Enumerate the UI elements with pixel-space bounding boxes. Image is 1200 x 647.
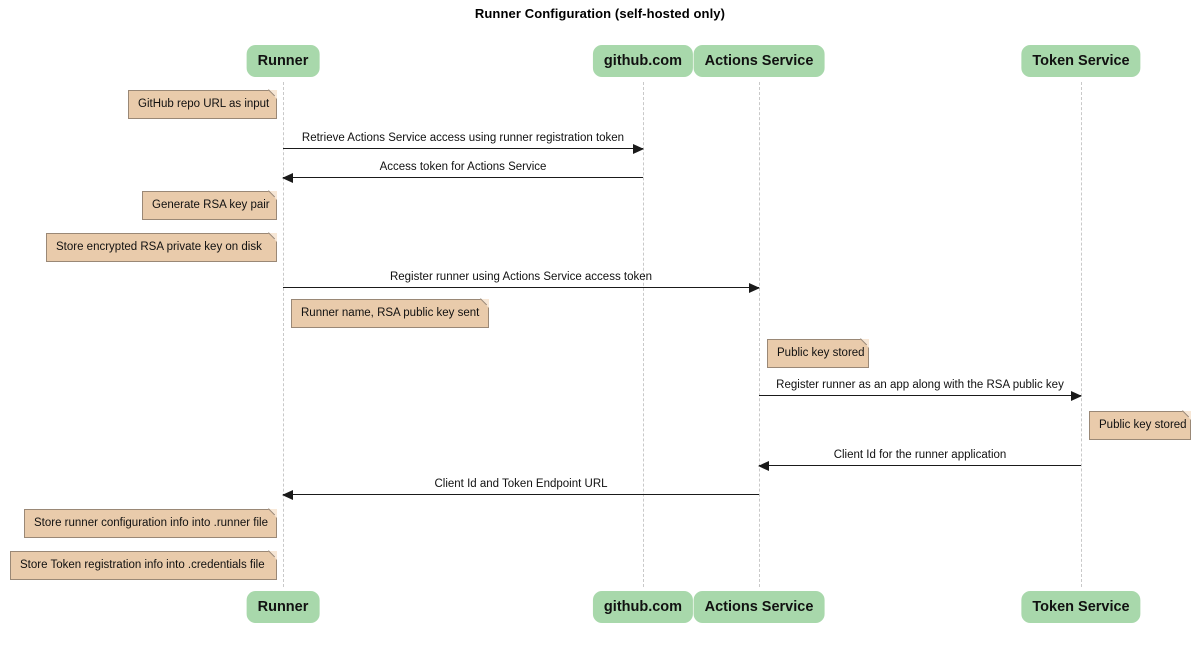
note-text: Public key stored [777, 347, 865, 359]
lifeline-actions [759, 82, 760, 587]
note-box: Public key stored [767, 332, 873, 368]
message-arrow-4 [758, 461, 1081, 471]
participant-bottom-actions[interactable]: Actions Service [693, 591, 825, 623]
note-box: Store runner configuration info into .ru… [24, 502, 281, 538]
note-text: Store encrypted RSA private key on disk [56, 241, 262, 253]
note-fold-corner-icon [268, 191, 277, 200]
message-label-3: Register runner as an app along with the… [776, 379, 1064, 391]
note-fold-corner-icon [1182, 411, 1191, 420]
note-box: Public key stored [1089, 404, 1195, 440]
note-fold-corner-icon [268, 233, 277, 242]
participant-top-actions[interactable]: Actions Service [693, 45, 825, 77]
note-fold-corner-icon [268, 509, 277, 518]
note-text: GitHub repo URL as input [138, 98, 270, 110]
arrowhead-icon [282, 173, 293, 183]
note-box: Generate RSA key pair [142, 184, 281, 220]
message-arrow-5 [282, 490, 759, 500]
note-fold-corner-icon [860, 339, 869, 348]
arrowhead-icon [758, 461, 769, 471]
arrowhead-icon [749, 283, 760, 293]
note-text: Runner name, RSA public key sent [301, 307, 480, 319]
message-arrow-3 [759, 391, 1082, 401]
note-text: Public key stored [1099, 419, 1187, 431]
message-label-1: Access token for Actions Service [379, 161, 547, 173]
note-fold-corner-icon [268, 90, 277, 99]
message-label-4: Client Id for the runner application [833, 449, 1007, 461]
note-fold-corner-icon [268, 551, 277, 560]
page-title: Runner Configuration (self-hosted only) [474, 6, 726, 21]
message-arrow-0 [283, 144, 644, 154]
lifeline-github [643, 82, 644, 587]
lifeline-runner [283, 82, 284, 587]
note-text: Store Token registration info into .cred… [20, 559, 265, 571]
participant-top-runner[interactable]: Runner [246, 45, 320, 77]
note-box: Runner name, RSA public key sent [291, 292, 493, 328]
participant-top-github[interactable]: github.com [592, 45, 694, 77]
participant-bottom-github[interactable]: github.com [592, 591, 694, 623]
note-text: Generate RSA key pair [152, 199, 270, 211]
note-text: Store runner configuration info into .ru… [34, 517, 268, 529]
participant-top-token[interactable]: Token Service [1021, 45, 1141, 77]
note-box: GitHub repo URL as input [128, 83, 281, 119]
lifeline-token [1081, 82, 1082, 587]
message-label-0: Retrieve Actions Service access using ru… [301, 132, 625, 144]
message-label-2: Register runner using Actions Service ac… [389, 271, 653, 283]
message-label-5: Client Id and Token Endpoint URL [434, 478, 608, 490]
note-fold-corner-icon [480, 299, 489, 308]
arrowhead-icon [633, 144, 644, 154]
message-arrow-1 [282, 173, 643, 183]
note-box: Store encrypted RSA private key on disk [46, 226, 281, 262]
note-box: Store Token registration info into .cred… [10, 544, 281, 580]
arrowhead-icon [282, 490, 293, 500]
message-arrow-2 [283, 283, 760, 293]
arrowhead-icon [1071, 391, 1082, 401]
participant-bottom-token[interactable]: Token Service [1021, 591, 1141, 623]
participant-bottom-runner[interactable]: Runner [246, 591, 320, 623]
